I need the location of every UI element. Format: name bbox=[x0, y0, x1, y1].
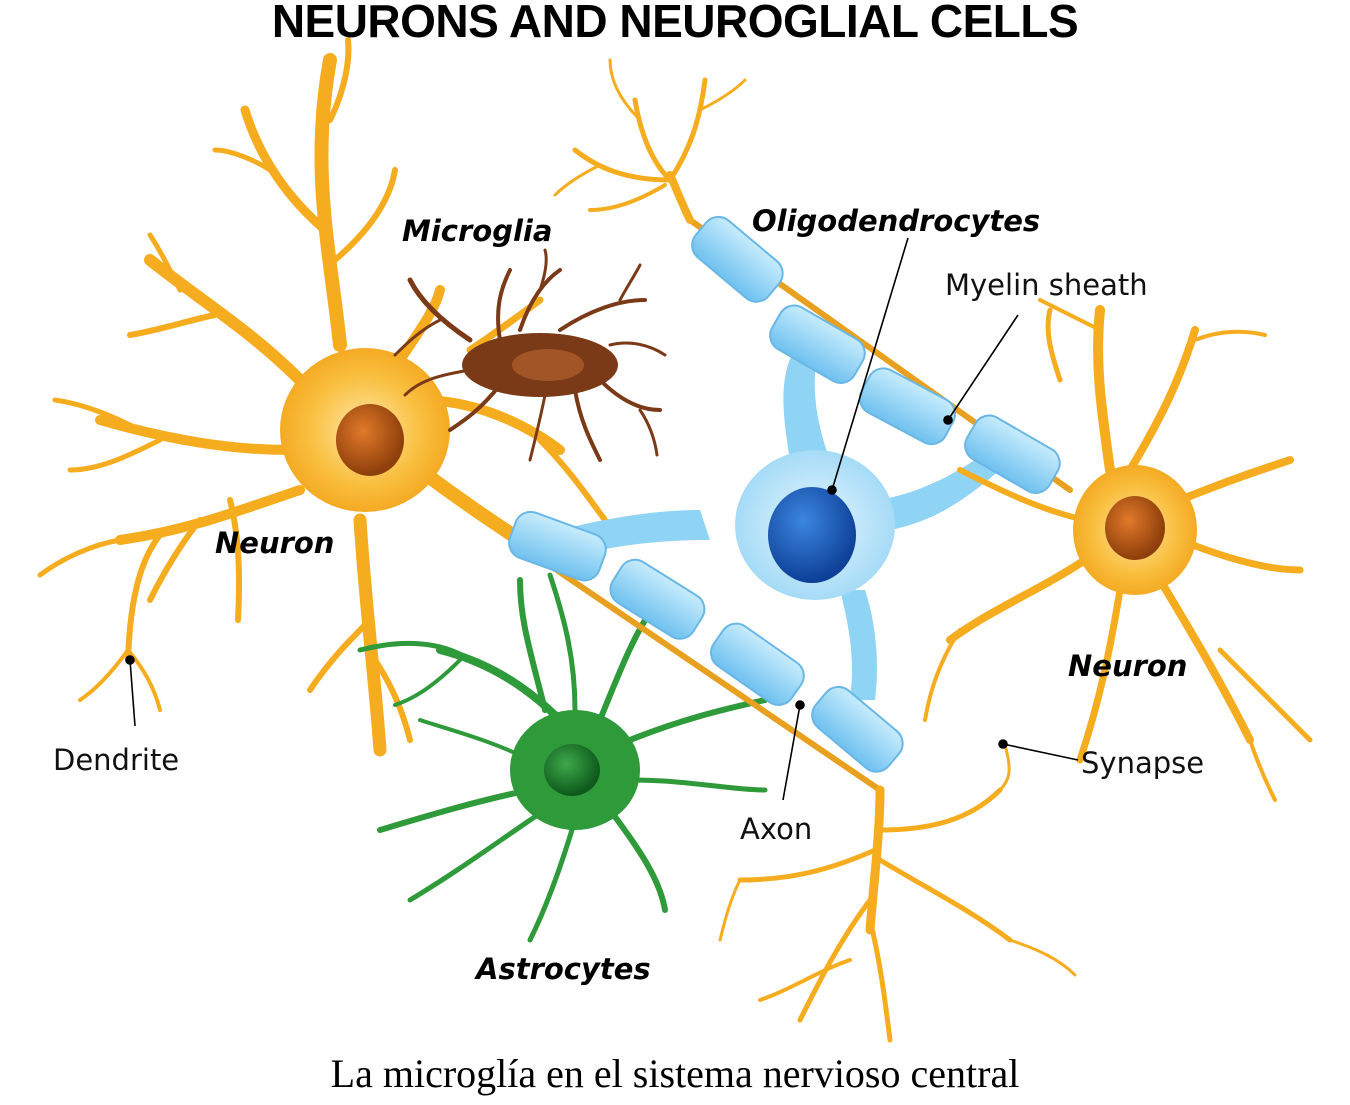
label-neuron-left: Neuron bbox=[215, 526, 335, 560]
label-axon: Axon bbox=[740, 812, 813, 846]
label-astrocytes: Astrocytes bbox=[476, 952, 651, 986]
label-myelin-sheath: Myelin sheath bbox=[945, 268, 1148, 302]
page-title: NEURONS AND NEUROGLIAL CELLS bbox=[271, 0, 1079, 47]
label-oligodendrocytes: Oligodendrocytes bbox=[752, 204, 1041, 238]
label-dendrite: Dendrite bbox=[53, 743, 180, 777]
microglia-nucleus bbox=[512, 349, 584, 381]
astrocyte-nucleus bbox=[544, 744, 600, 796]
pointer-lines bbox=[125, 237, 1079, 801]
astrocyte-cell bbox=[357, 572, 768, 943]
oligodendrocyte-nucleus bbox=[768, 487, 856, 583]
label-synapse: Synapse bbox=[1081, 746, 1205, 780]
neuron-right-nucleus bbox=[1105, 496, 1165, 560]
myelin-sheaths bbox=[508, 215, 1061, 773]
label-microglia: Microglia bbox=[402, 214, 553, 248]
neuron-left-nucleus bbox=[336, 404, 404, 476]
neuron-left bbox=[37, 37, 608, 757]
label-neuron-right: Neuron bbox=[1068, 649, 1188, 683]
axon-terminal-branches bbox=[718, 743, 1077, 1043]
microglia-cell bbox=[393, 248, 667, 462]
neuron-top-dendrites bbox=[553, 58, 747, 224]
figure-caption: La microglía en el sistema nervioso cent… bbox=[330, 1051, 1020, 1096]
neuron-right bbox=[923, 298, 1313, 802]
